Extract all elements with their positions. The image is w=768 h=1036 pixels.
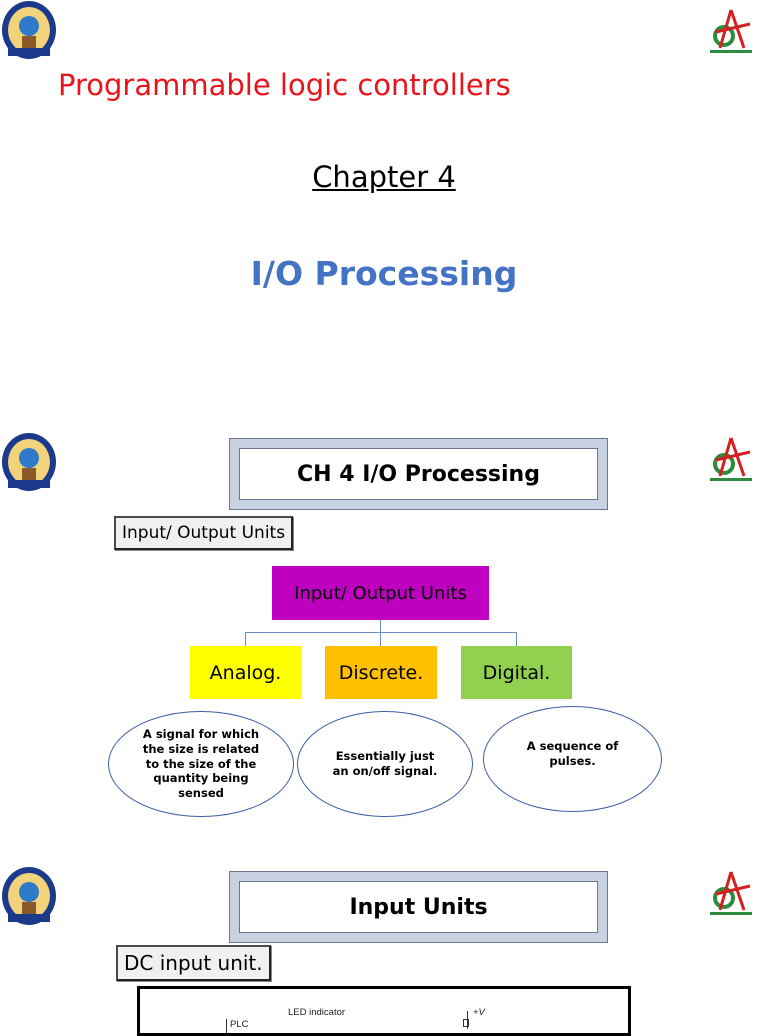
- plc-label: PLC: [230, 1019, 249, 1030]
- resistor-icon: [463, 1019, 469, 1027]
- circuit-wire: [467, 1011, 468, 1029]
- connector: [245, 632, 517, 633]
- section-label: Input/ Output Units: [114, 516, 294, 550]
- led-indicator-label: LED indicator: [288, 1007, 346, 1018]
- supply-voltage-label: +V: [473, 1007, 485, 1018]
- connector: [380, 632, 381, 646]
- dc-input-circuit: LED indicator PLC +V: [137, 986, 631, 1036]
- faculty-logo-icon: [706, 434, 756, 486]
- analog-description: A signal for which the size is related t…: [108, 711, 294, 817]
- faculty-logo-icon: [706, 868, 756, 920]
- chapter-subtitle: I/O Processing: [250, 254, 518, 293]
- discrete-description-text: Essentially just an on/off signal.: [332, 749, 438, 778]
- digital-description: A sequence of pulses.: [483, 706, 662, 812]
- discrete-description: Essentially just an on/off signal.: [297, 711, 473, 817]
- university-logo-icon: [0, 432, 58, 492]
- analog-description-text: A signal for which the size is related t…: [142, 726, 260, 801]
- connector: [245, 632, 246, 646]
- category-digital: Digital.: [461, 646, 572, 699]
- digital-description-text: A sequence of pulses.: [526, 739, 619, 768]
- faculty-logo-icon: [706, 6, 756, 58]
- university-logo-icon: [0, 866, 58, 926]
- circuit-wire: [226, 1019, 227, 1033]
- chapter-heading: Chapter 4: [312, 160, 456, 194]
- slide-header: Input Units: [230, 872, 607, 942]
- connector: [380, 620, 381, 632]
- slide-header: CH 4 I/O Processing: [230, 439, 607, 509]
- category-discrete: Discrete.: [325, 646, 437, 699]
- course-title: Programmable logic controllers: [58, 68, 511, 102]
- section-label: DC input unit.: [116, 945, 271, 981]
- category-analog: Analog.: [190, 646, 301, 699]
- root-node: Input/ Output Units: [272, 566, 489, 620]
- university-logo-icon: [0, 0, 58, 60]
- connector: [516, 632, 517, 646]
